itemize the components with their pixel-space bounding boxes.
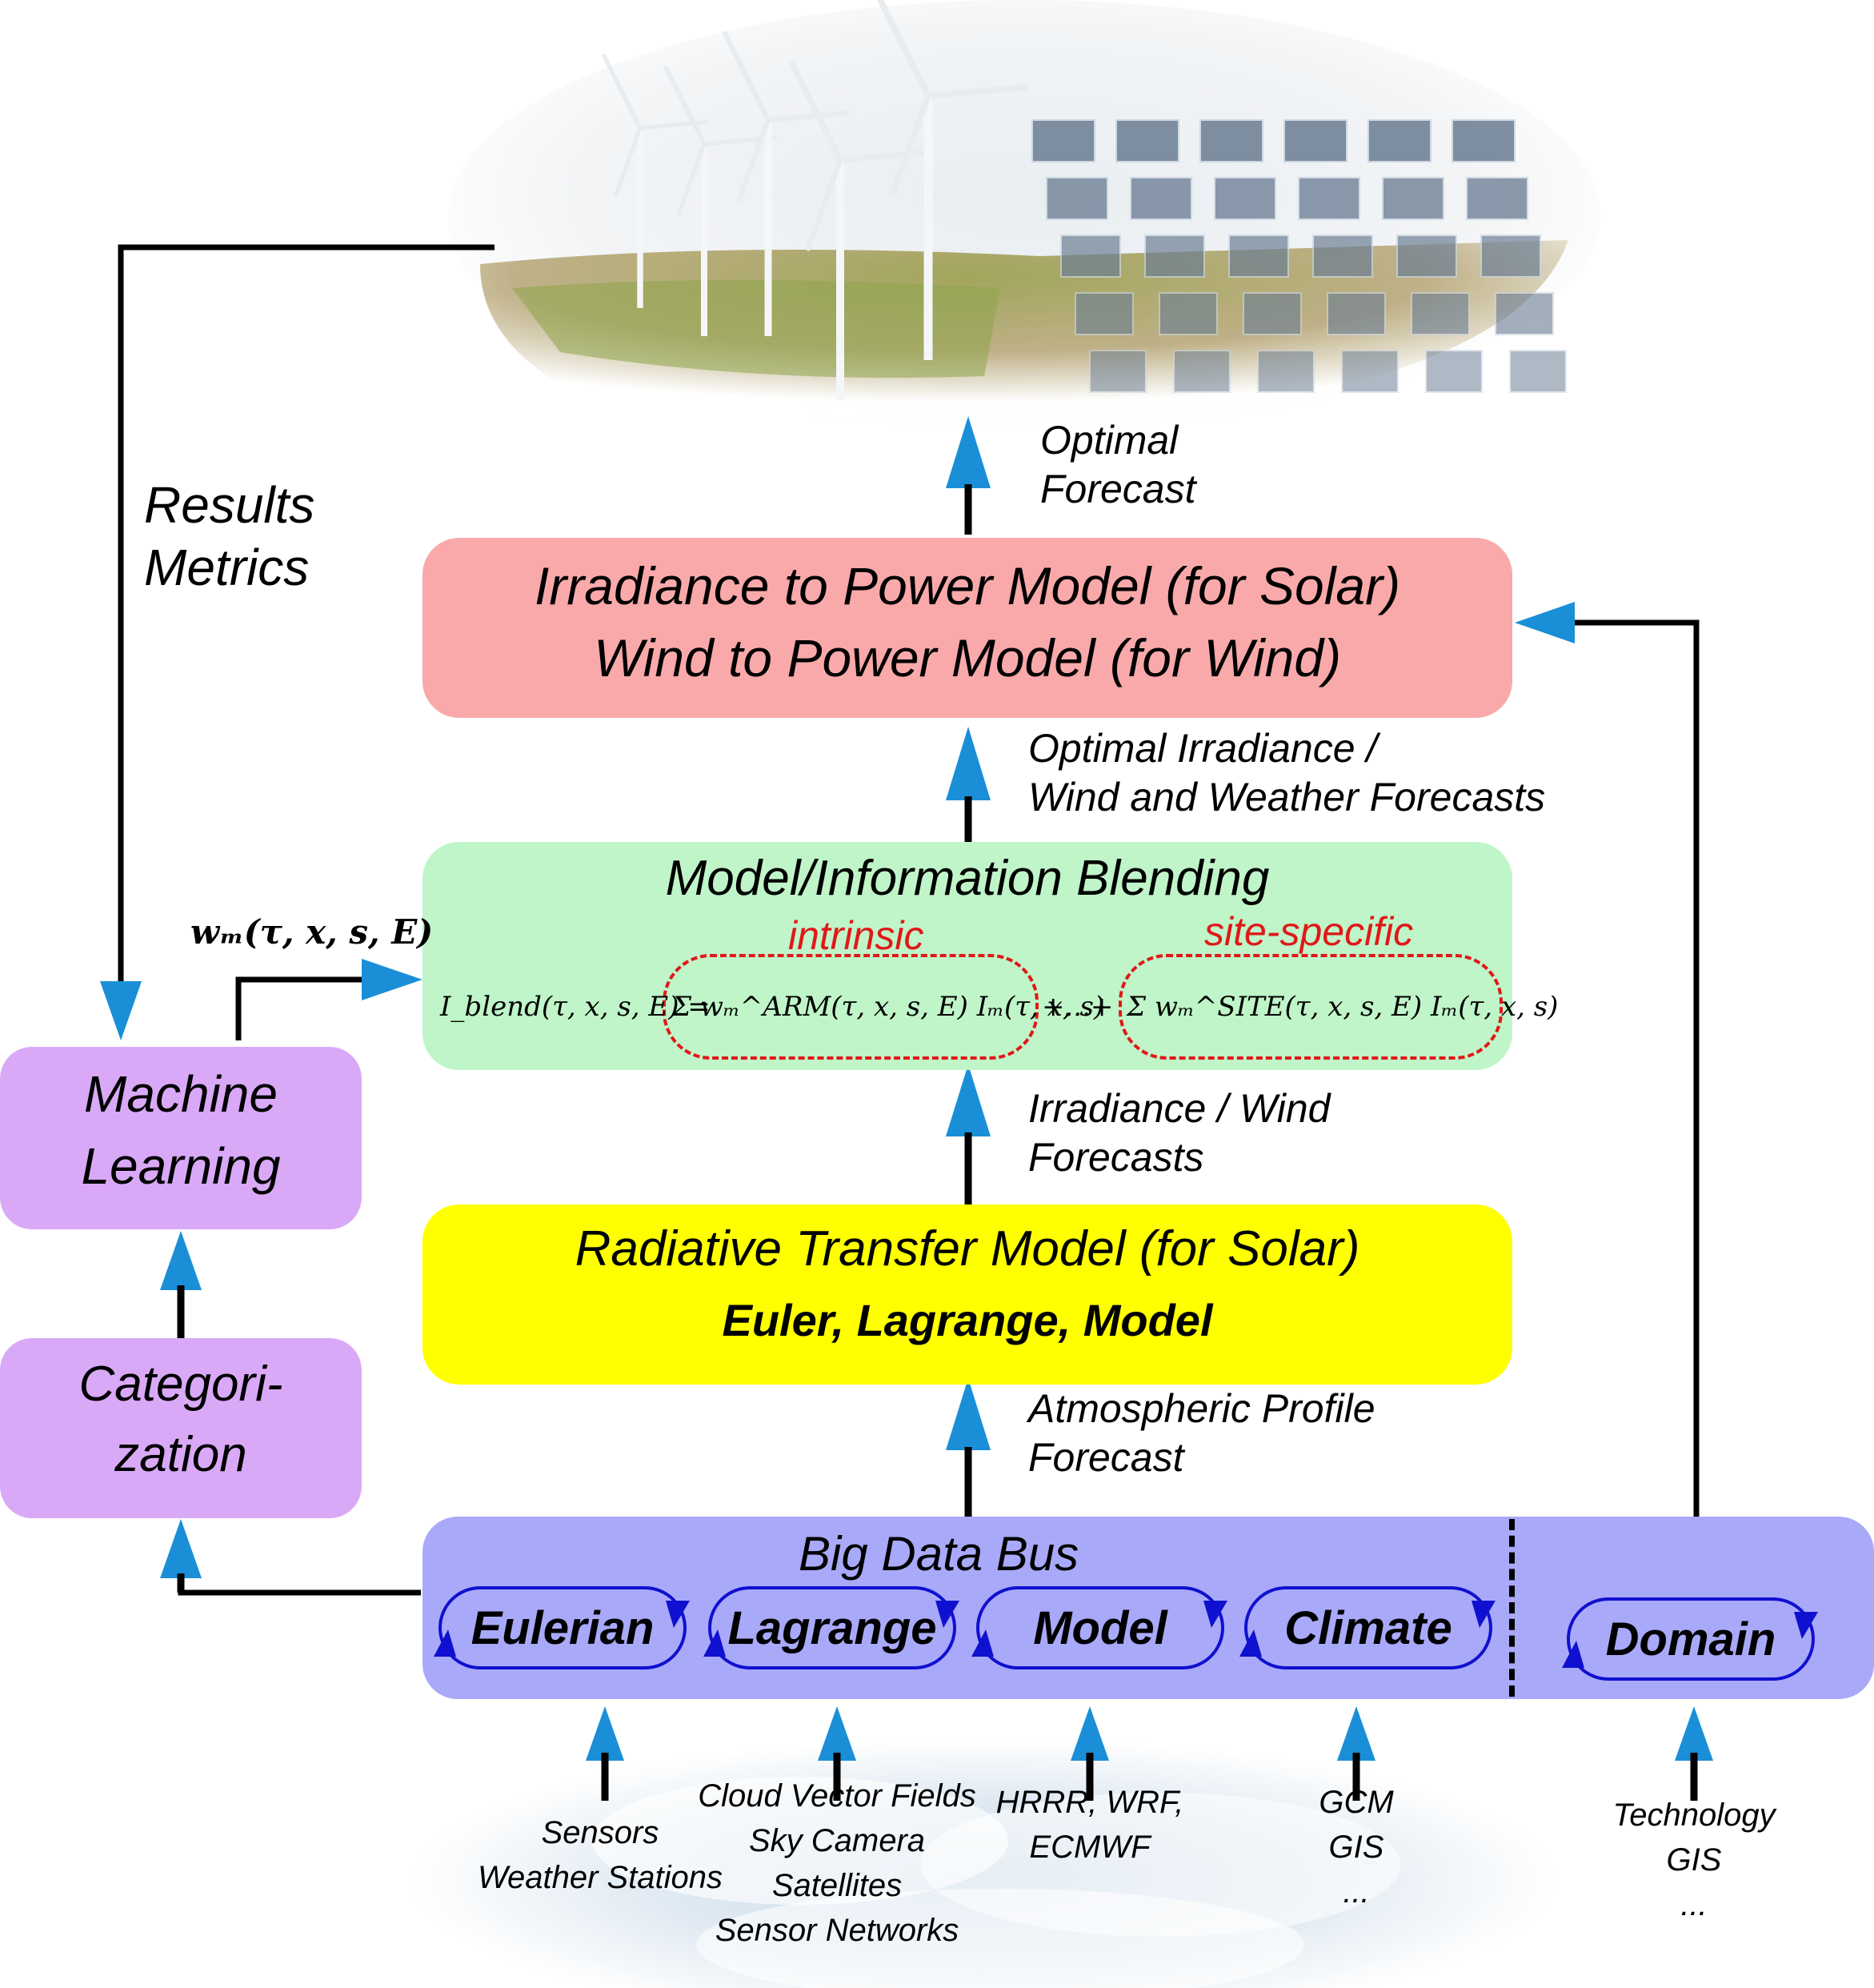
blending-title: Model/Information Blending bbox=[665, 851, 1270, 906]
solar-panel-icon bbox=[1480, 234, 1541, 278]
blend-formula-sum-arm: Σ wₘ^ARM(τ, x, s, E) Iₘ(τ, x, s) bbox=[672, 991, 1105, 1023]
solar-panel-icon bbox=[1159, 292, 1218, 335]
solar-panel-icon bbox=[1031, 119, 1095, 162]
wind-turbine-icons bbox=[602, 0, 1028, 400]
radiative-transfer-box: Radiative Transfer Model (for Solar) Eul… bbox=[422, 1204, 1512, 1385]
solar-panel-icon bbox=[1243, 292, 1302, 335]
wind-turbine-icon bbox=[789, 61, 931, 400]
solar-panel-icon bbox=[1228, 234, 1289, 278]
loop-model: Model bbox=[976, 1586, 1224, 1669]
solar-panel-icon bbox=[1411, 292, 1470, 335]
machine-learning-line2: Learning bbox=[81, 1137, 281, 1195]
solar-panel-icon bbox=[1341, 350, 1399, 393]
results-metrics-label: Results Metrics bbox=[144, 476, 315, 597]
arrow-left-icon bbox=[1515, 602, 1575, 643]
solar-panel-icon bbox=[1046, 177, 1108, 220]
power-model-box: Irradiance to Power Model (for Solar) Wi… bbox=[422, 538, 1512, 718]
arrow-right-icon bbox=[362, 959, 422, 1000]
solar-panel-icon bbox=[1283, 119, 1347, 162]
solar-panel-icon bbox=[1396, 234, 1457, 278]
solar-panel-icons bbox=[1031, 119, 1567, 393]
arrow-up-icon bbox=[946, 1378, 991, 1450]
arrow-up-icon bbox=[586, 1706, 624, 1761]
big-data-bus-title: Big Data Bus bbox=[799, 1527, 1079, 1581]
blend-formula-sum-site: Σ wₘ^SITE(τ, x, s, E) Iₘ(τ, x, s) bbox=[1127, 991, 1559, 1023]
optimal-forecast-label: Optimal Forecast bbox=[1040, 418, 1196, 511]
blend-formula-plus: +...+ bbox=[1042, 991, 1114, 1023]
solar-panel-icon bbox=[1060, 234, 1121, 278]
solar-panel-icon bbox=[1173, 350, 1231, 393]
solar-panel-icon bbox=[1466, 177, 1528, 220]
solar-panel-icon bbox=[1144, 234, 1205, 278]
solar-panel-icon bbox=[1367, 119, 1432, 162]
solar-panel-icon bbox=[1130, 177, 1192, 220]
arrow-up-icon bbox=[1071, 1706, 1109, 1761]
arrow-up-icon bbox=[818, 1706, 856, 1761]
solar-panel-icon bbox=[1214, 177, 1276, 220]
solar-panel-icon bbox=[1089, 350, 1147, 393]
source-hrrr: HRRR, WRF,ECMWF bbox=[995, 1785, 1184, 1865]
machine-learning-box: Machine Learning bbox=[0, 1047, 362, 1229]
site-specific-dashed-outline bbox=[1119, 954, 1503, 1060]
solar-panel-icon bbox=[1382, 177, 1444, 220]
bus-to-cat-line bbox=[178, 1569, 421, 1596]
arrow-stems bbox=[177, 484, 1698, 1801]
solar-panel-icon bbox=[1199, 119, 1263, 162]
arrow-up-icon bbox=[946, 416, 991, 488]
arrow-up-icon bbox=[946, 1064, 991, 1136]
solar-panel-icon bbox=[1312, 234, 1373, 278]
bus-divider bbox=[1509, 1519, 1515, 1697]
arrow-up-icon bbox=[1337, 1706, 1375, 1761]
categorization-line1: Categori- bbox=[78, 1357, 283, 1412]
arrow-up-icon bbox=[160, 1519, 202, 1578]
results-feedback-line bbox=[118, 244, 495, 984]
wind-turbine-icon bbox=[722, 30, 851, 336]
solar-panel-icon bbox=[1509, 350, 1567, 393]
solar-panel-icon bbox=[1298, 177, 1360, 220]
solar-panel-icon bbox=[1075, 292, 1134, 335]
solar-panel-icon bbox=[1257, 350, 1315, 393]
power-model-line2: Wind to Power Model (for Wind) bbox=[593, 628, 1342, 687]
intrinsic-label: intrinsic bbox=[788, 913, 924, 958]
site-specific-label: site-specific bbox=[1204, 909, 1414, 954]
power-model-line1: Irradiance to Power Model (for Solar) bbox=[534, 556, 1401, 615]
arrow-up-icon bbox=[946, 727, 991, 800]
arrow-up-icon bbox=[160, 1231, 202, 1290]
loop-lagrange: Lagrange bbox=[708, 1586, 956, 1669]
wind-turbine-icon bbox=[876, 0, 1028, 360]
radiative-transfer-line2: Euler, Lagrange, Model bbox=[722, 1295, 1213, 1345]
solar-panel-icon bbox=[1115, 119, 1179, 162]
blend-formula-left: I_blend(τ, x, s, E) = bbox=[440, 991, 711, 1023]
loop-eulerian: Eulerian bbox=[438, 1586, 687, 1669]
arrow-heads bbox=[100, 416, 1713, 1761]
ml-to-blend-line bbox=[235, 976, 376, 1040]
solar-panel-icon bbox=[1327, 292, 1386, 335]
radiative-transfer-line1: Radiative Transfer Model (for Solar) bbox=[575, 1221, 1360, 1277]
wind-solar-illustration bbox=[448, 0, 1600, 432]
intrinsic-dashed-outline bbox=[663, 954, 1039, 1060]
machine-learning-line1: Machine bbox=[84, 1065, 278, 1123]
arrow-up-icon bbox=[1675, 1706, 1713, 1761]
loop-domain: Domain bbox=[1567, 1597, 1815, 1681]
cloud-illustration bbox=[408, 1737, 1560, 1988]
solar-panel-icon bbox=[1495, 292, 1554, 335]
weight-label: wₘ(τ, x, s, E) bbox=[190, 912, 434, 952]
loop-climate: Climate bbox=[1244, 1586, 1492, 1669]
solar-panel-icon bbox=[1452, 119, 1516, 162]
arrow-down-icon bbox=[100, 981, 142, 1040]
atmospheric-profile-label: Atmospheric Profile Forecast bbox=[1028, 1386, 1375, 1480]
domain-to-power-line bbox=[1560, 619, 1700, 1517]
categorization-box: Categori- zation bbox=[0, 1338, 362, 1518]
solar-panel-icon bbox=[1425, 350, 1483, 393]
irradiance-wind-label: Irradiance / Wind Forecasts bbox=[1028, 1086, 1331, 1180]
categorization-line2: zation bbox=[114, 1427, 247, 1482]
optimal-irradiance-label: Optimal Irradiance / Wind and Weather Fo… bbox=[1028, 726, 1546, 820]
